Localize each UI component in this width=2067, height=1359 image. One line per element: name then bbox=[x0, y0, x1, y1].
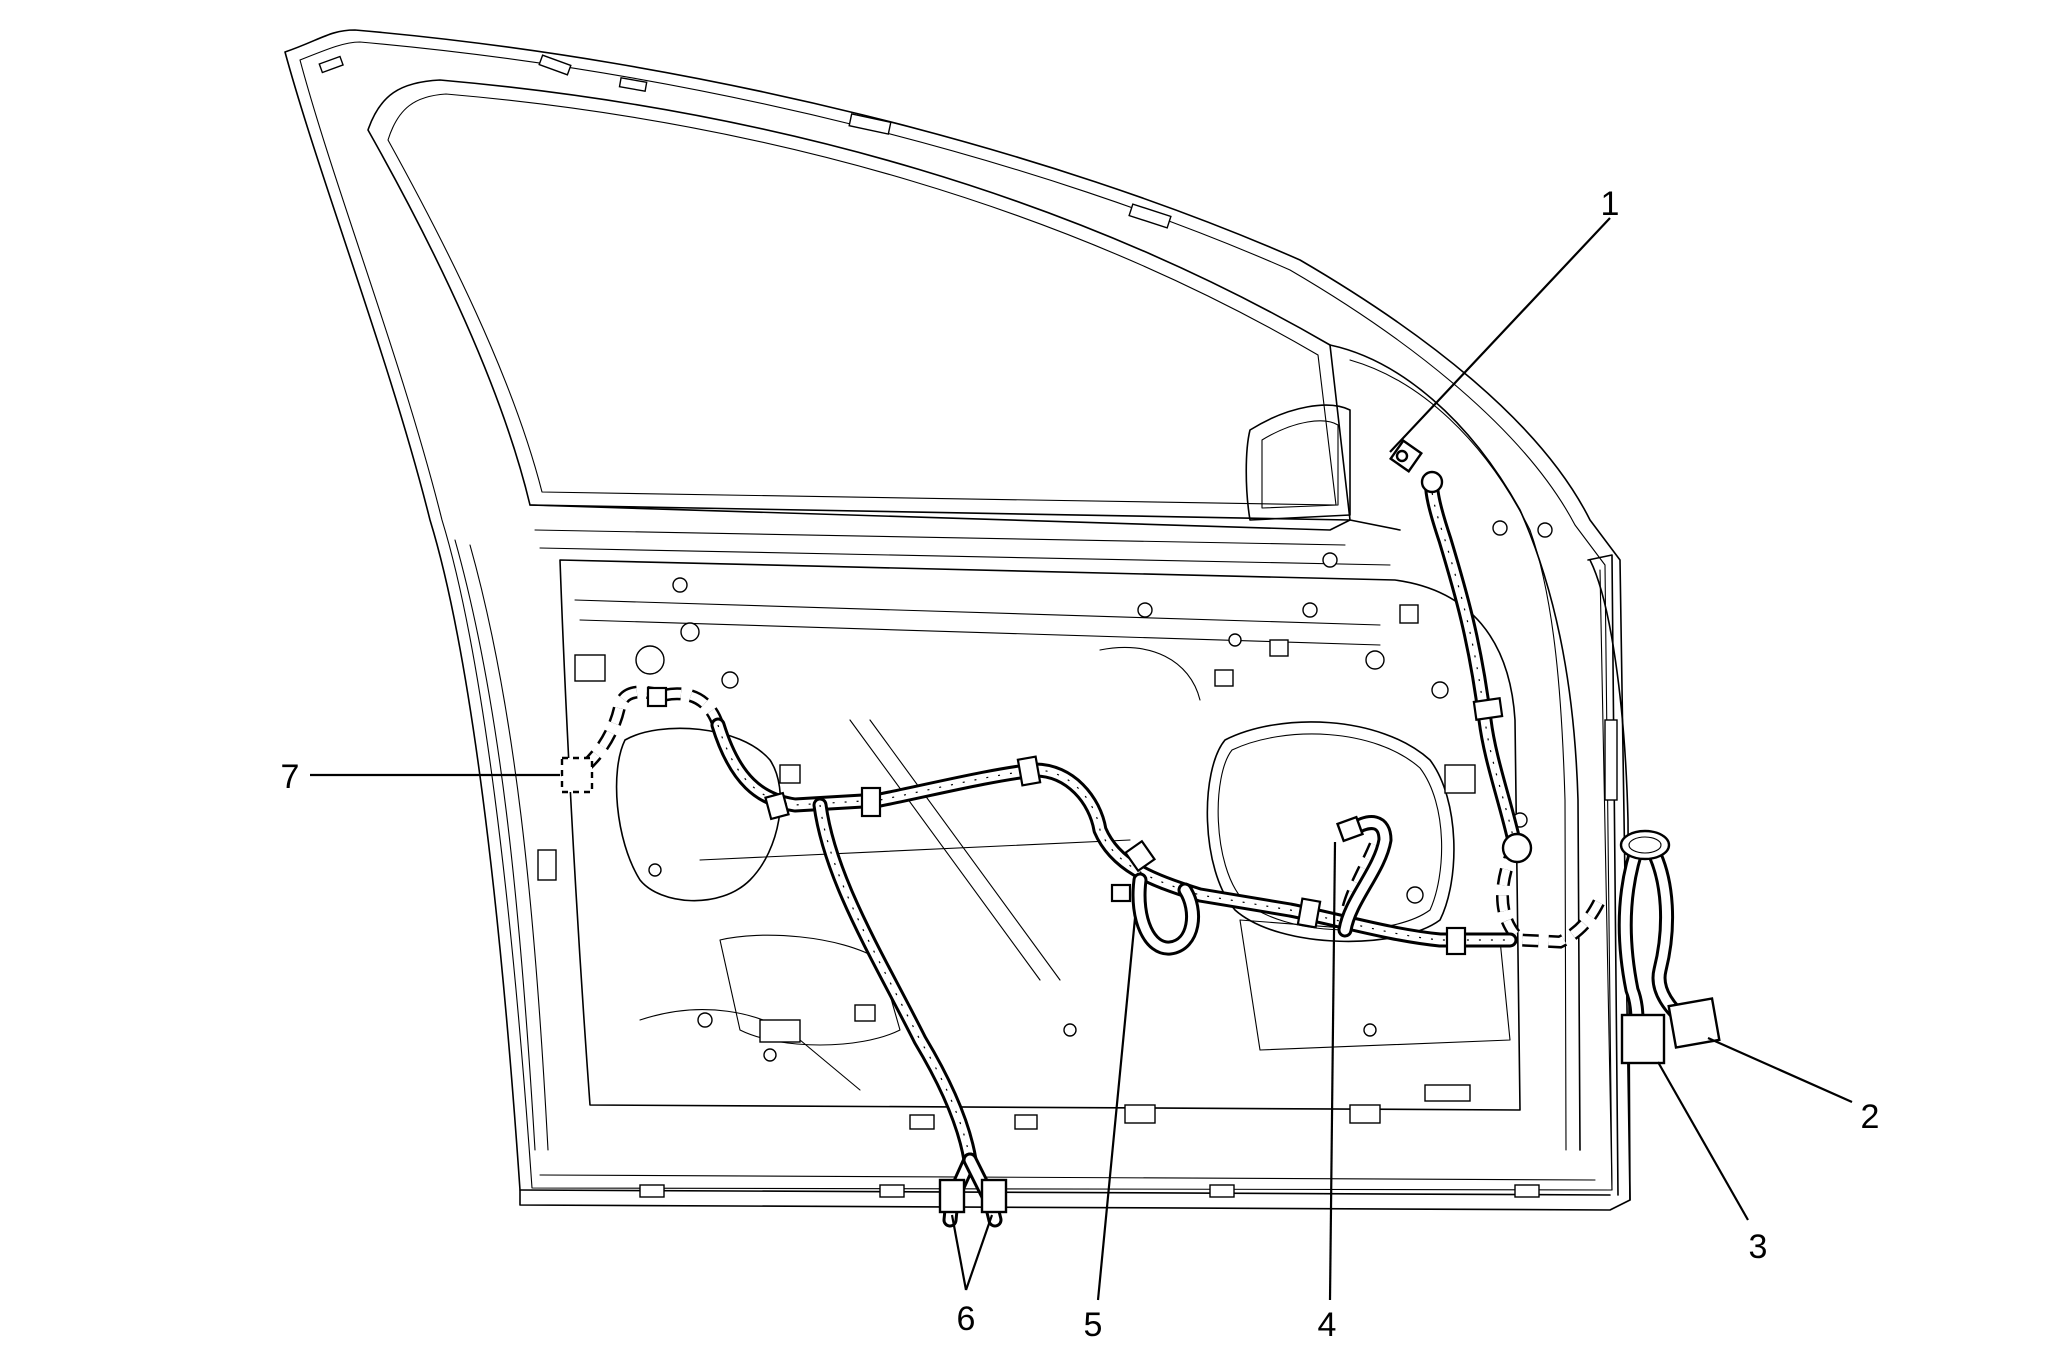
leader-5 bbox=[1096, 917, 1137, 1301]
callout-6: 6 bbox=[957, 1300, 976, 1338]
leader-2 bbox=[1707, 1036, 1853, 1104]
door-frame bbox=[284, 29, 1631, 1211]
callout-leaders bbox=[310, 217, 1853, 1301]
callout-7: 7 bbox=[281, 758, 300, 796]
callout-2: 2 bbox=[1861, 1098, 1880, 1136]
window-frame-slots bbox=[318, 54, 1172, 229]
callout-4: 4 bbox=[1318, 1306, 1337, 1344]
leader-1 bbox=[1389, 217, 1611, 453]
panel-holes bbox=[537, 520, 1618, 1198]
leader-4 bbox=[1328, 841, 1337, 1301]
callout-1: 1 bbox=[1601, 185, 1620, 223]
callout-labels: 1 2 3 4 5 6 7 bbox=[281, 185, 1880, 1344]
leader-6b bbox=[964, 1214, 994, 1291]
callout-3: 3 bbox=[1749, 1228, 1768, 1266]
wiring-harness bbox=[560, 439, 1721, 1228]
callout-5: 5 bbox=[1084, 1306, 1103, 1344]
leader-3 bbox=[1657, 1061, 1749, 1221]
leader-6a bbox=[950, 1214, 968, 1291]
